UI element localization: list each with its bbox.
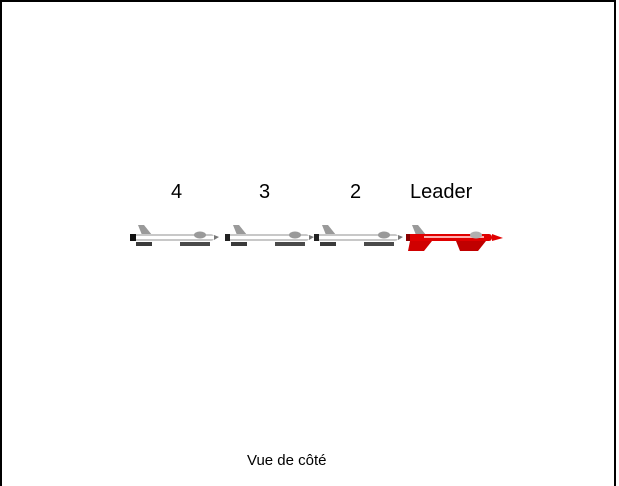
aircraft-3-label: 3 [259, 182, 270, 202]
aircraft-4-icon [128, 221, 220, 257]
leader-aircraft-icon [404, 221, 504, 257]
aircraft-3-icon [223, 221, 315, 257]
aircraft-2-label: 2 [350, 182, 361, 202]
view-caption: Vue de côté [247, 452, 327, 469]
leader-label: Leader [410, 182, 472, 202]
aircraft-2-icon [312, 221, 404, 257]
aircraft-4-label: 4 [171, 182, 182, 202]
